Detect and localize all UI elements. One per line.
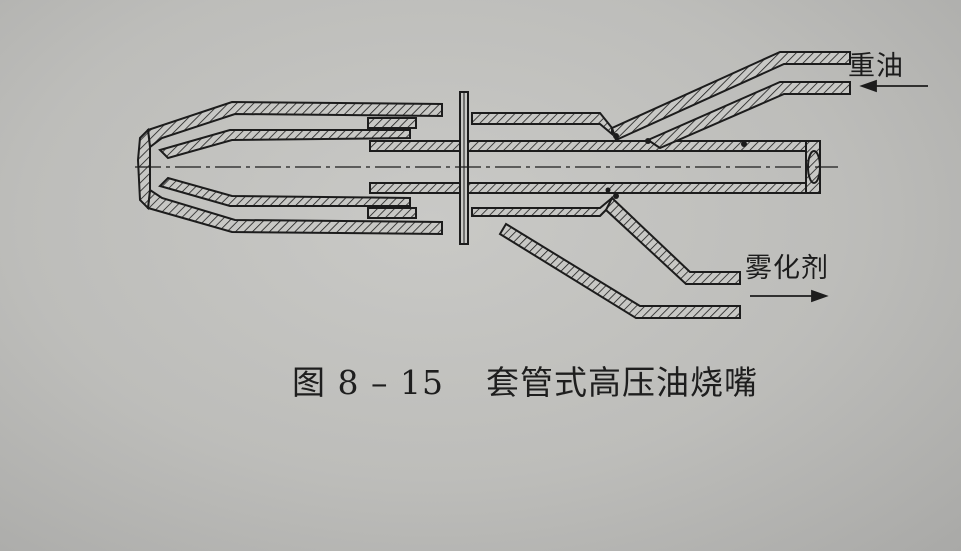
caption-number: 图 8 – 15 xyxy=(292,363,444,402)
sleeve-top xyxy=(367,117,417,129)
caption-title: 套管式高压油烧嘴 xyxy=(485,363,758,402)
body-upper xyxy=(471,112,613,137)
arrow-atom-out-head xyxy=(811,289,829,303)
outer-shell-top xyxy=(146,100,443,149)
body-lower xyxy=(471,195,613,217)
oil-inlet-inner xyxy=(645,81,851,150)
sleeve-bottom xyxy=(367,207,417,219)
atomizer-label: 雾化剂 xyxy=(745,253,829,284)
oil-inlet-outer xyxy=(610,51,851,142)
oil-tube-upper xyxy=(369,140,821,152)
inner-nozzle-bottom xyxy=(158,176,411,207)
weld-marks xyxy=(605,133,747,199)
arrow-oil-in-head xyxy=(859,79,877,93)
figure-caption: 图 8 – 15 套管式高压油烧嘴 xyxy=(292,356,758,404)
atomizer-outlet-lower xyxy=(498,222,741,319)
inner-nozzle-top xyxy=(158,129,411,160)
heavy-oil-label: 重油 xyxy=(848,51,904,82)
outer-shell-nose xyxy=(136,127,151,211)
oil-tube-lower xyxy=(369,182,821,194)
atomizer-outlet-upper xyxy=(604,196,741,285)
outer-shell-bottom xyxy=(146,188,443,236)
